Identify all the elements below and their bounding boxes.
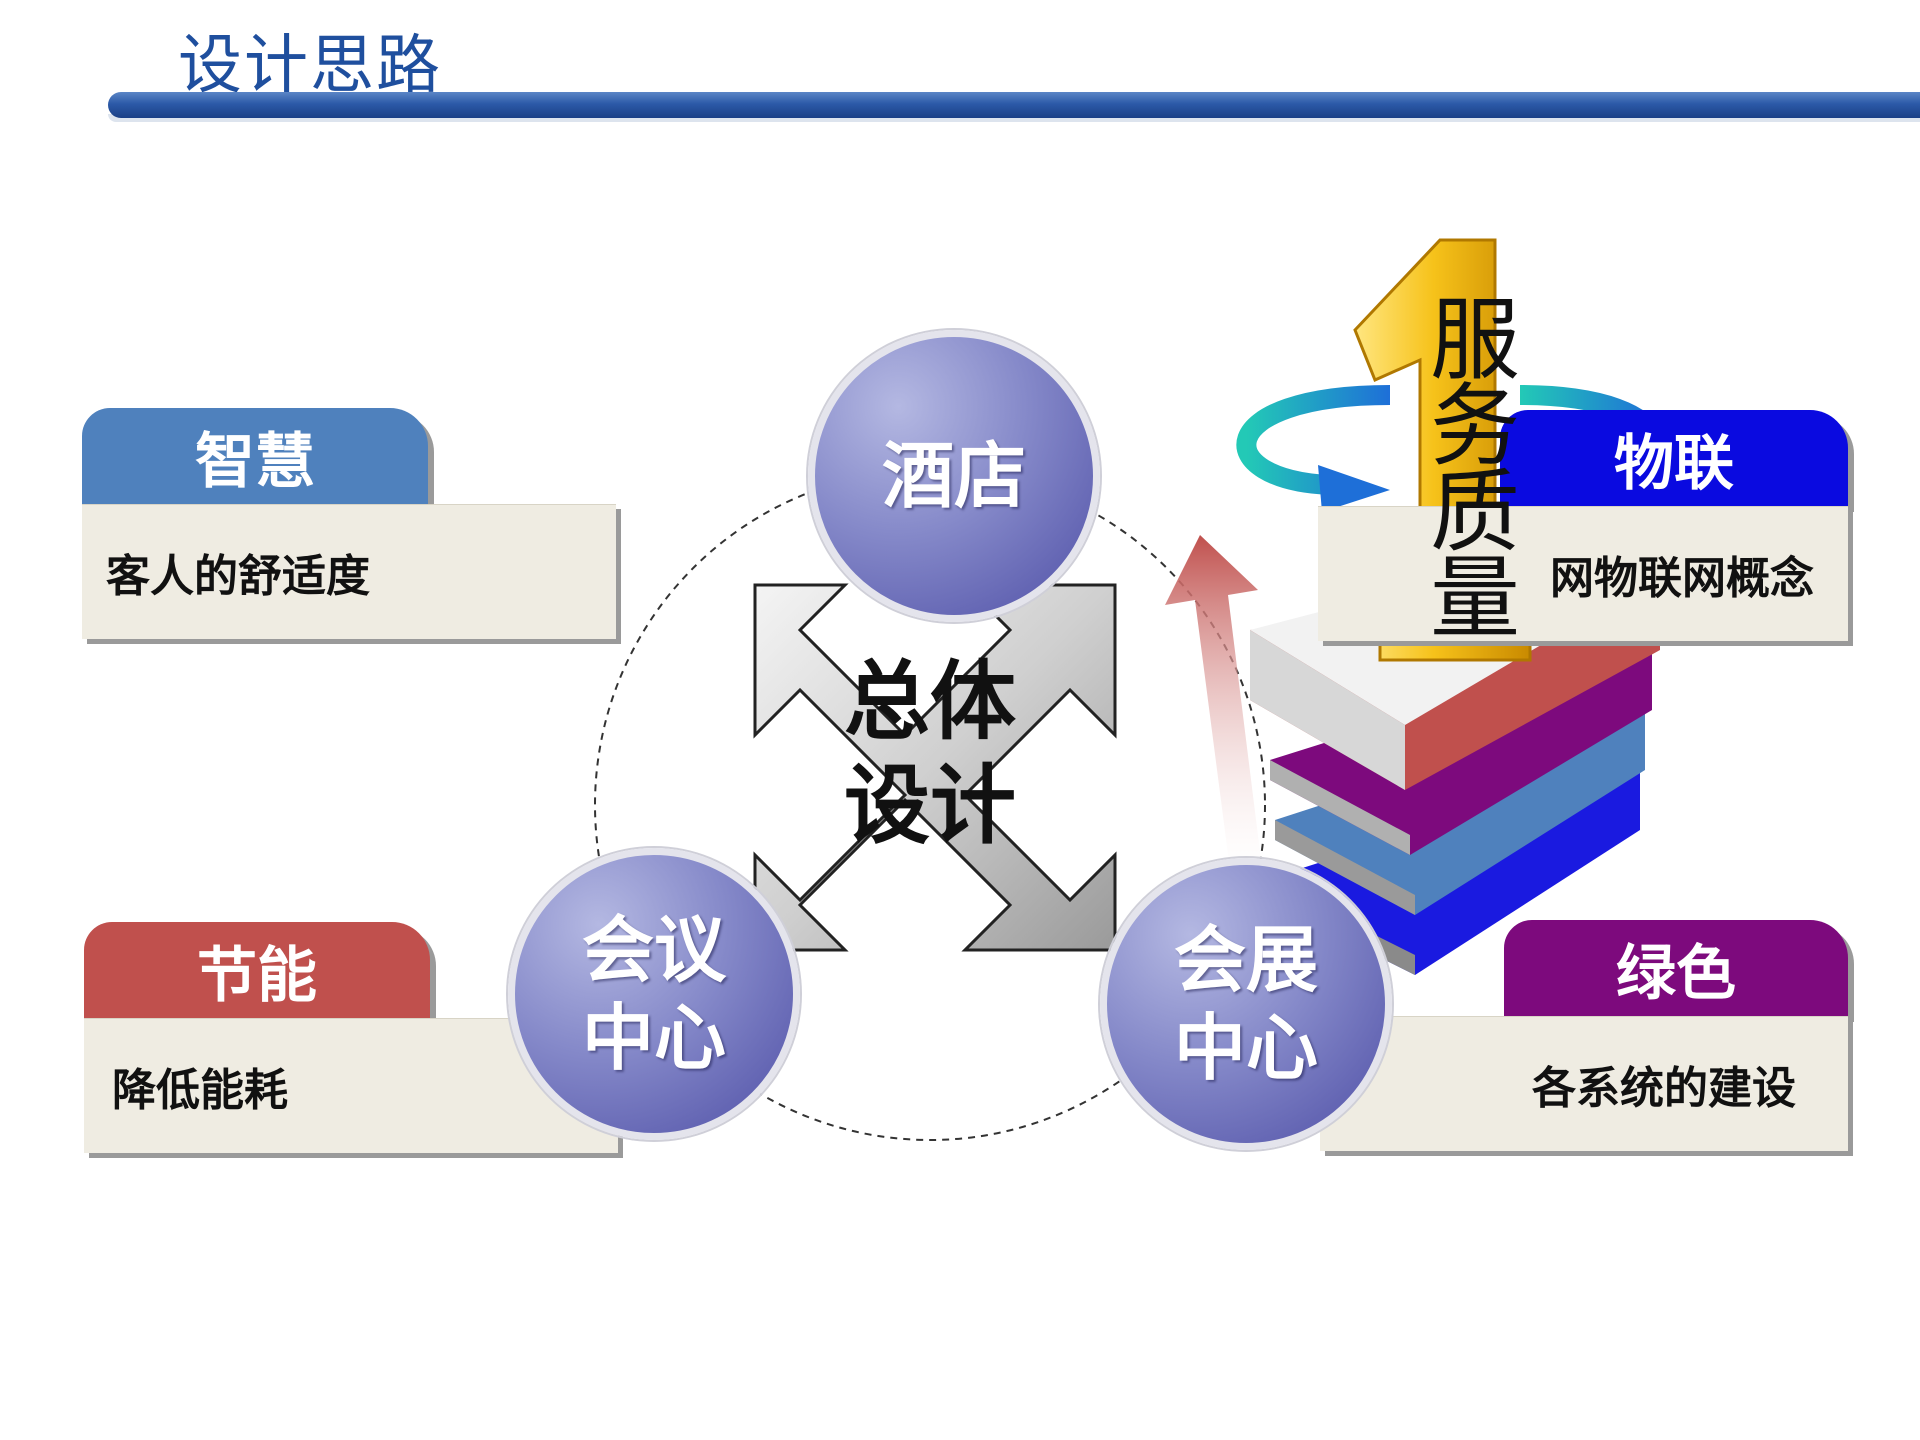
card-energy-title: 节能 (84, 922, 430, 1018)
card-green-text: 各系统的建设 (1532, 1063, 1796, 1114)
center-design-label: 总体 设计 (844, 652, 1016, 856)
page-title: 设计思路 (178, 29, 442, 103)
title-bar (108, 92, 1920, 118)
up-arrow-icon (1165, 535, 1262, 870)
card-smart-text: 客人的舒适度 (106, 551, 370, 602)
card-smart-title: 智慧 (82, 408, 428, 504)
node-exhibition-label: 会展 中心 (1173, 918, 1318, 1090)
card-smart: 智慧 客人的舒适度 (82, 408, 616, 639)
card-green: 绿色 各系统的建设 (1320, 920, 1848, 1151)
title-bar-shadow (108, 114, 1920, 122)
node-exhibition: 会展 中心 (1100, 858, 1392, 1150)
card-iot-title: 物联 (1500, 410, 1848, 506)
node-conference-label: 会议 中心 (581, 908, 726, 1080)
node-hotel: 酒店 (808, 330, 1100, 622)
card-iot-body: 网物联网概念 (1318, 506, 1848, 641)
service-quality-label: 服务质量 (1430, 288, 1520, 651)
node-conference: 会议 中心 (508, 848, 800, 1140)
card-green-title: 绿色 (1504, 920, 1848, 1016)
card-iot: 物联 网物联网概念 (1318, 410, 1848, 641)
card-iot-text: 网物联网概念 (1550, 553, 1814, 604)
card-smart-body: 客人的舒适度 (82, 504, 616, 639)
card-green-body: 各系统的建设 (1320, 1016, 1848, 1151)
node-hotel-label: 酒店 (881, 434, 1026, 518)
card-energy-text: 降低能耗 (112, 1065, 288, 1116)
